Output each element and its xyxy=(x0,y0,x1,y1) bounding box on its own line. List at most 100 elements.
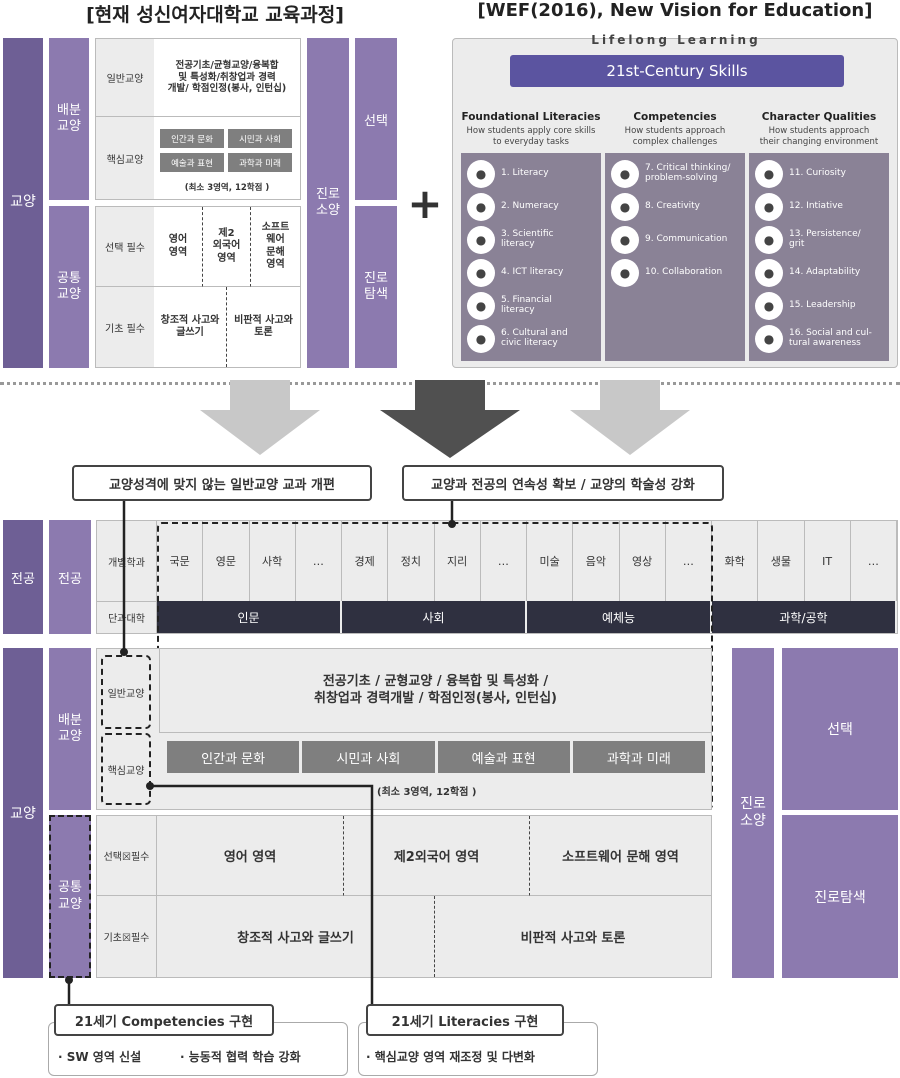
dangwa-label: 단과대학 xyxy=(97,601,157,633)
wef-column-title: Competencies xyxy=(633,111,717,123)
wef-item-label: 12. Intiative xyxy=(789,201,843,212)
current-curriculum-title: [현재 성신여자대학교 교육과정] xyxy=(86,4,344,26)
jeongong-outer: 전공 xyxy=(3,520,43,634)
wef-item: ●10. Collaboration xyxy=(611,258,741,288)
dept-cell: IT xyxy=(805,521,851,601)
jinro-tamsaek-label: 진로 탐색 xyxy=(364,270,388,302)
wef-item-label: 1. Literacy xyxy=(501,168,549,179)
bottom-baebun: 배분 교양 xyxy=(49,648,91,810)
lit-item: · 핵심교양 영역 재조정 및 다변화 xyxy=(366,1050,535,1064)
ilban-label: 일반교양 xyxy=(96,39,154,116)
bottom-haeksim-label: 핵심교양 xyxy=(101,733,151,805)
gyoyang-column: 교양 xyxy=(3,38,43,368)
skill-icon: ● xyxy=(755,193,783,221)
bottom-gicho-item: 비판적 사고와 토론 xyxy=(434,896,711,977)
bottom-core-note: (최소 3영역, 12학점 ) xyxy=(377,787,477,798)
wef-item-label: 4. ICT literacy xyxy=(501,267,564,278)
wef-item: ●4. ICT literacy xyxy=(467,258,597,288)
down-arrow-right xyxy=(570,380,690,455)
bottom-jinro-label: 진로 소양 xyxy=(740,795,766,830)
wef-item: ●11. Curiosity xyxy=(755,159,885,189)
wef-title: [WEF(2016), New Vision for Education] xyxy=(477,0,873,21)
core-item: 과학과 미래 xyxy=(228,153,292,172)
core-item: 시민과 사회 xyxy=(228,129,292,148)
dept-cell: 지리 xyxy=(435,521,481,601)
dept-cell: … xyxy=(296,521,342,601)
wef-item-label: 11. Curiosity xyxy=(789,168,846,179)
jinro-label: 진로 소양 xyxy=(316,186,340,218)
dept-cell: … xyxy=(481,521,527,601)
college-cell: 사회 xyxy=(342,601,525,633)
wef-item: ● 6. Cultural and civic literacy xyxy=(467,324,597,354)
bottom-ilban-label-text: 일반교양 xyxy=(107,688,145,700)
gongtong-column: 공통 교양 xyxy=(49,206,89,368)
skill-icon: ● xyxy=(755,226,783,254)
dept-cell: … xyxy=(851,521,897,601)
bottom-jinro-tamsaek: 진로탐색 xyxy=(782,815,898,978)
dept-cell: 경제 xyxy=(342,521,389,601)
wef-item-label: 9. Communication xyxy=(645,234,728,245)
down-arrow-center xyxy=(380,380,520,458)
skill-icon: ● xyxy=(467,325,495,353)
wef-item-label: 6. Cultural and civic literacy xyxy=(501,328,568,348)
seontaek-item: 소프트 웨어 문해 영역 xyxy=(250,207,300,287)
bottom-gicho-item: 창조적 사고와 글쓰기 xyxy=(237,931,354,946)
ilban-content: 전공기초/균형교양/융복합 및 특성화/취창업과 경력 개발/ 학점인정(봉사,… xyxy=(167,59,287,95)
bottom-core-item: 시민과 사회 xyxy=(302,741,435,773)
wef-column-box: ●7. Critical thinking/ problem-solving●8… xyxy=(605,153,745,361)
skill-icon: ● xyxy=(755,259,783,287)
wef-item-label: 15. Leadership xyxy=(789,300,856,311)
gicho-label: 기초 필수 xyxy=(96,287,154,367)
skill-icon: ● xyxy=(467,160,495,188)
lit-title: 21세기 Literacies 구현 xyxy=(366,1004,564,1036)
bottom-core-item: 예술과 표현 xyxy=(437,741,570,773)
wef-item: ●16. Social and cul- tural awareness xyxy=(755,324,885,354)
skill-icon: ● xyxy=(611,160,639,188)
wef-item: ●5. Financial literacy xyxy=(467,291,597,321)
dept-cell: 화학 xyxy=(712,521,759,601)
wef-item: ●3. Scientific literacy xyxy=(467,225,597,255)
skill-icon: ● xyxy=(755,292,783,320)
skill-icon: ● xyxy=(611,226,639,254)
callout-right: 교양과 전공의 연속성 확보 / 교양의 학술성 강화 xyxy=(402,465,724,501)
skill-icon: ● xyxy=(755,325,783,353)
wef-column-subtitle: How students approach complex challenges xyxy=(624,126,726,147)
baebun-table: 일반교양 전공기초/균형교양/융복합 및 특성화/취창업과 경력 개발/ 학점인… xyxy=(95,38,301,200)
bottom-gyoyang: 교양 xyxy=(3,648,43,978)
dept-cell: 영문 xyxy=(203,521,250,601)
wef-column-title: Character Qualities xyxy=(761,111,877,123)
gongtong-table: 선택 필수 영어 영역 제2 외국어 영역 소프트 웨어 문해 영역 기초 필수… xyxy=(95,206,301,368)
bottom-ilban-label: 일반교양 xyxy=(101,655,151,729)
wef-panel: Lifelong Learning 21st-Century Skills Fo… xyxy=(452,33,898,368)
gicho-item: 창조적 사고와 글쓰기 xyxy=(160,314,220,339)
bottom-haeksim-label-text: 핵심교양 xyxy=(107,765,145,777)
sel-box: 선택 xyxy=(355,38,397,200)
bottom-baebun-label: 배분 교양 xyxy=(58,712,82,744)
dept-cell: 생물 xyxy=(758,521,805,601)
bottom-core-row: 인간과 문화 시민과 사회 예술과 표현 과학과 미래 xyxy=(167,741,705,773)
bottom-core-item: 과학과 미래 xyxy=(572,741,705,773)
wef-item: ● 2. Numeracy xyxy=(467,192,597,222)
wef-item: ● 1. Literacy xyxy=(467,159,597,189)
baebun-column: 배분 교양 xyxy=(49,38,89,200)
sel-label: 선택 xyxy=(364,113,388,129)
wef-item-label: 14. Adaptability xyxy=(789,267,861,278)
wef-item-label: 2. Numeracy xyxy=(501,201,559,212)
skill-icon: ● xyxy=(467,193,495,221)
college-cell: 과학/공학 xyxy=(712,601,895,633)
college-cell: 예체능 xyxy=(527,601,710,633)
gicho-item: 비판적 사고와 토론 xyxy=(226,287,300,367)
bottom-seontaek-item: 제2외국어 영역 xyxy=(343,816,529,896)
bottom-gongtong-label: 공통 교양 xyxy=(58,880,82,912)
gaebyeol-label: 개별학과 xyxy=(97,521,157,601)
wef-item: ● 8. Creativity xyxy=(611,192,741,222)
dept-cell: 영상 xyxy=(620,521,666,601)
skill-icon: ● xyxy=(611,259,639,287)
skill-icon: ● xyxy=(611,193,639,221)
wef-item-label: 8. Creativity xyxy=(645,201,700,212)
dept-cell: 미술 xyxy=(527,521,574,601)
dept-cell: 국문 xyxy=(157,521,204,601)
wef-item: ● 14. Adaptability xyxy=(755,258,885,288)
jinro-tamsaek-box: 진로 탐색 xyxy=(355,206,397,368)
dept-cell: 사학 xyxy=(250,521,296,601)
